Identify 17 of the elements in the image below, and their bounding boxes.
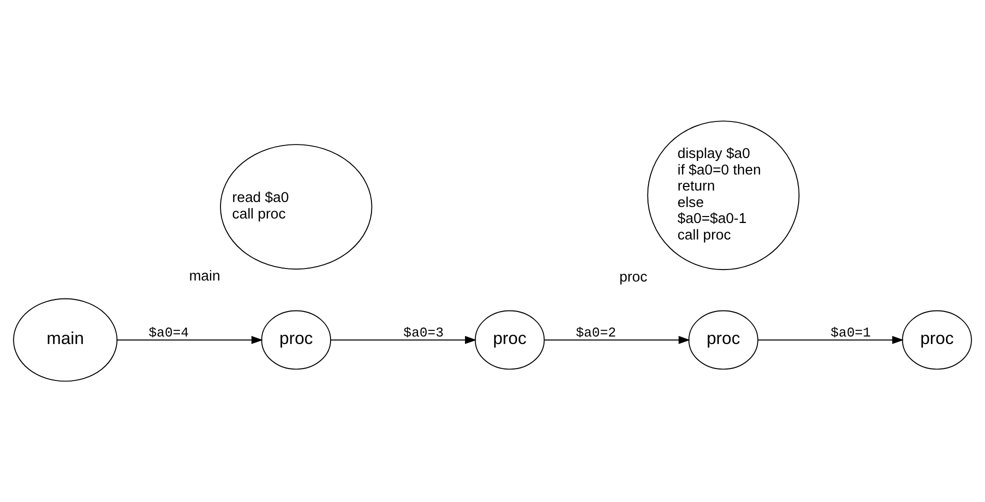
arrow [757,336,904,344]
node-ellipse: proc [261,310,332,370]
arrow [330,336,476,344]
node-ellipse: proc [688,310,758,370]
node-ellipse: proc [474,310,545,370]
node-ellipse: read $a0 call proc [220,144,372,270]
node-label: main [189,268,220,285]
edge-label: $a0=3 [403,326,444,342]
edge-label: $a0=4 [148,326,189,342]
edge-label: $a0=1 [830,326,871,342]
node-circle: display $a0 if $a0=0 then return else $a0=$a0-1 call proc [647,120,800,270]
node-label: proc [619,269,648,286]
edge-label: $a0=2 [576,326,616,342]
arrow [544,336,690,344]
arrow [116,336,263,344]
node-ellipse: main [13,298,118,382]
node-ellipse: proc [902,310,972,370]
